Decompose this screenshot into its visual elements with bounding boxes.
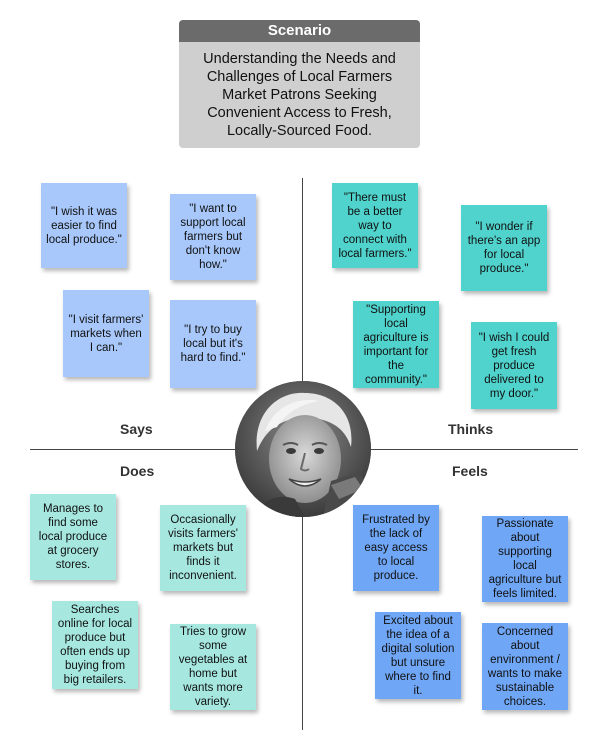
thinks-note[interactable]: "There must be a better way to connect w… [332,183,418,268]
scenario-description: Understanding the Needs and Challenges o… [179,42,420,148]
says-note[interactable]: "I visit farmers' markets when I can." [63,290,149,377]
does-label: Does [120,463,155,479]
does-note[interactable]: Searches online for local produce but of… [52,601,138,689]
persona-avatar [235,381,371,517]
thinks-note[interactable]: "I wish I could get fresh produce delive… [471,322,557,409]
feels-note[interactable]: Concerned about environment / wants to m… [482,623,568,710]
thinks-note[interactable]: "Supporting local agriculture is importa… [353,301,439,388]
does-note[interactable]: Manages to find some local produce at gr… [30,494,116,580]
feels-note[interactable]: Passionate about supporting local agricu… [482,516,568,602]
does-note[interactable]: Tries to grow some vegetables at home bu… [170,624,256,710]
feels-note[interactable]: Frustrated by the lack of easy access to… [353,505,439,591]
thinks-label: Thinks [448,421,494,437]
says-note[interactable]: "I try to buy local but it's hard to fin… [170,300,256,388]
says-note[interactable]: "I want to support local farmers but don… [170,194,256,280]
does-note[interactable]: Occasionally visits farmers' markets but… [160,505,246,591]
says-note[interactable]: "I wish it was easier to find local prod… [41,183,127,268]
persona-portrait-image [235,381,371,517]
scenario-header: Scenario [179,20,420,42]
feels-note[interactable]: Excited about the idea of a digital solu… [375,612,461,699]
thinks-note[interactable]: "I wonder if there's an app for local pr… [461,205,547,291]
says-label: Says [120,421,153,437]
feels-label: Feels [452,463,488,479]
